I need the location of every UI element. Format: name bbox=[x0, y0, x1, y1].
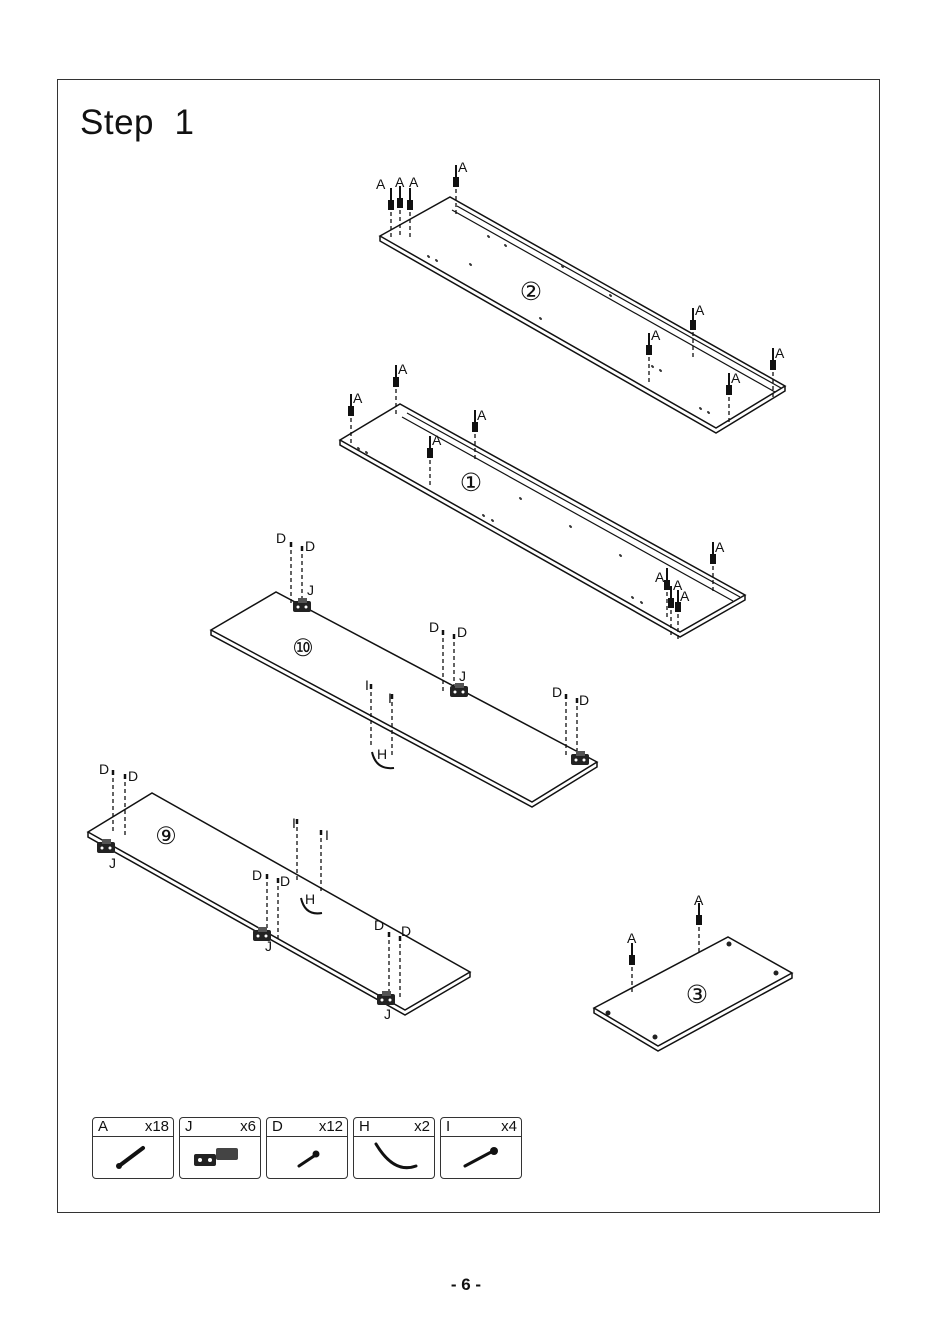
svg-text:A: A bbox=[409, 174, 419, 190]
svg-text:D: D bbox=[401, 923, 411, 939]
svg-text:J: J bbox=[384, 1006, 391, 1022]
svg-text:A: A bbox=[458, 159, 468, 175]
panel-10: ⑩ bbox=[211, 592, 597, 807]
screw-icon bbox=[267, 1136, 346, 1177]
svg-text:A: A bbox=[353, 390, 363, 406]
panel-9: ⑨ bbox=[88, 793, 470, 1015]
svg-text:D: D bbox=[128, 768, 138, 784]
svg-text:A: A bbox=[715, 539, 725, 555]
svg-text:J: J bbox=[307, 582, 314, 598]
svg-text:A: A bbox=[694, 892, 704, 908]
long-screw-icon bbox=[441, 1136, 520, 1177]
svg-text:A: A bbox=[731, 370, 741, 386]
svg-text:I: I bbox=[388, 690, 392, 706]
page-number: - 6 - bbox=[0, 1275, 932, 1295]
svg-text:D: D bbox=[457, 624, 467, 640]
svg-text:A: A bbox=[395, 174, 405, 190]
panel-1-label: ① bbox=[460, 469, 482, 497]
svg-text:J: J bbox=[265, 938, 272, 954]
svg-text:D: D bbox=[99, 761, 109, 777]
svg-text:D: D bbox=[374, 917, 384, 933]
svg-text:D: D bbox=[579, 692, 589, 708]
panel-9-label: ⑨ bbox=[155, 823, 177, 850]
svg-text:A: A bbox=[627, 930, 637, 946]
svg-text:D: D bbox=[552, 684, 562, 700]
svg-text:A: A bbox=[680, 588, 690, 604]
panel-2-label: ② bbox=[520, 278, 542, 306]
panel-10-label: ⑩ bbox=[292, 635, 314, 662]
panel-3-label: ③ bbox=[686, 981, 708, 1009]
svg-text:I: I bbox=[292, 815, 296, 831]
svg-text:I: I bbox=[365, 677, 369, 693]
svg-text:A: A bbox=[432, 432, 442, 448]
svg-text:D: D bbox=[280, 873, 290, 889]
svg-text:A: A bbox=[651, 327, 661, 343]
svg-text:A: A bbox=[376, 176, 386, 192]
svg-text:A: A bbox=[477, 407, 487, 423]
cam-bolt-icon bbox=[93, 1136, 172, 1177]
svg-text:J: J bbox=[459, 668, 466, 684]
svg-text:D: D bbox=[276, 530, 286, 546]
svg-text:H: H bbox=[305, 891, 315, 907]
handle-icon bbox=[354, 1136, 433, 1177]
panel-2: ② bbox=[380, 197, 785, 433]
svg-text:D: D bbox=[429, 619, 439, 635]
svg-text:H: H bbox=[377, 746, 387, 762]
svg-text:D: D bbox=[305, 538, 315, 554]
svg-text:I: I bbox=[325, 827, 329, 843]
svg-text:A: A bbox=[398, 361, 408, 377]
svg-text:J: J bbox=[109, 855, 116, 871]
svg-text:A: A bbox=[695, 302, 705, 318]
panel-3: ③ bbox=[594, 937, 792, 1051]
svg-text:A: A bbox=[655, 569, 665, 585]
svg-text:A: A bbox=[775, 345, 785, 361]
svg-text:D: D bbox=[252, 867, 262, 883]
hinge-icon bbox=[180, 1136, 259, 1177]
